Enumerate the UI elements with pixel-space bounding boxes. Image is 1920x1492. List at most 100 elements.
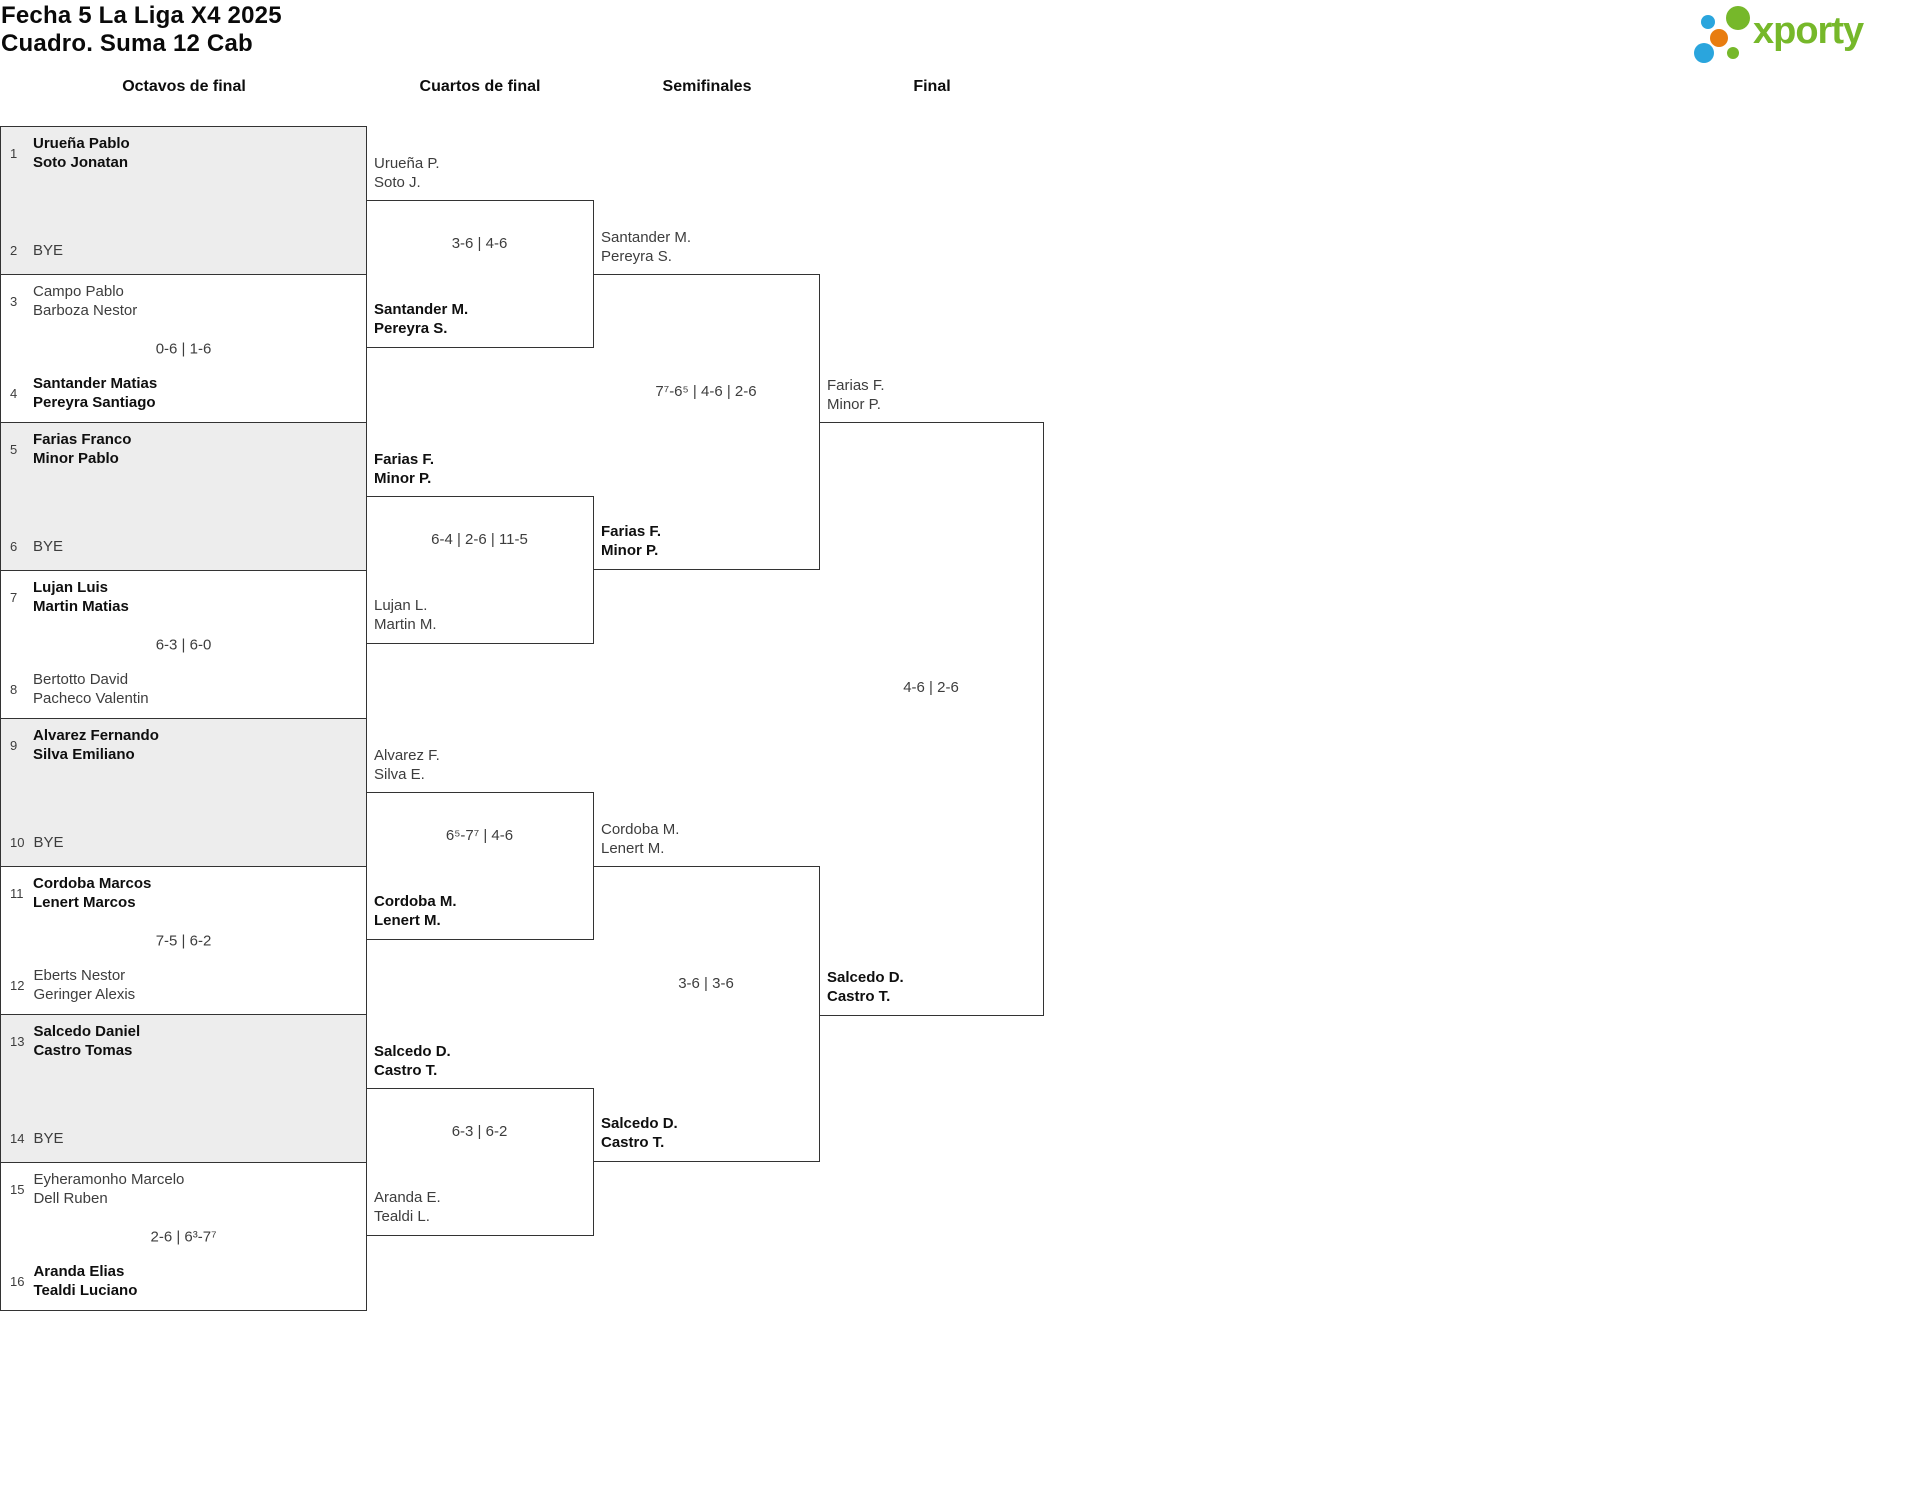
octavos-match-8[interactable]: 15 Eyheramonho Marcelo Dell Ruben 2-6 | … [0,1162,367,1311]
seed-number: 15 [10,1181,25,1197]
quarterfinal-match-2[interactable]: Farias F. Minor P. 6-4 | 2-6 | 11-5 Luja… [366,451,594,644]
match-score: 3-6 | 4-6 [451,235,508,252]
team-names: Salcedo D. Castro T. [374,1042,451,1080]
bracket-slot-12: 12 Eberts Nestor Geringer Alexis [10,966,135,1004]
team-names: Aranda E. Tealdi L. [374,1188,441,1226]
team-name-line: Minor P. [374,470,432,487]
team-name-line: Dell Ruben [33,1190,108,1207]
team-name-line: Geringer Alexis [33,986,136,1003]
team-name-line: Martin M. [374,616,437,633]
quarterfinal-match-4[interactable]: Salcedo D. Castro T. 6-3 | 6-2 Aranda E.… [366,1043,594,1236]
logo-dot-icon [1726,6,1750,30]
octavos-match-5[interactable]: 9 Alvarez Fernando Silva Emiliano 10 BYE [0,718,367,867]
team-name-line: Pereyra S. [601,248,672,265]
octavos-match-6[interactable]: 11 Cordoba Marcos Lenert Marcos 7-5 | 6-… [0,866,367,1015]
team-name-line: Salcedo Daniel [33,1023,141,1040]
team-names: Alvarez F. Silva E. [374,746,440,784]
bracket-slot-6: 6 BYE [10,537,63,556]
match-score: 6-3 | 6-0 [155,636,212,653]
final-match[interactable]: Farias F. Minor P. 4-6 | 2-6 Salcedo D. … [819,377,1044,1016]
page-title: Fecha 5 La Liga X4 2025 Cuadro. Suma 12 … [1,2,282,58]
bye-label: BYE [33,538,64,555]
team-name-line: Lenert M. [601,840,665,857]
match-score: 4-6 | 2-6 [903,679,959,696]
bracket-slot-14: 14 BYE [10,1129,63,1148]
team-name-line: Silva E. [374,766,425,783]
team-name-line: Tealdi Luciano [33,1282,138,1299]
team-name-line: Lujan L. [374,597,428,614]
logo-dot-icon [1710,29,1728,47]
team-name-line: Castro T. [374,1062,438,1079]
team-name-line: Pereyra S. [374,320,448,337]
team-names: Campo Pablo Barboza Nestor [33,282,137,320]
team-name-line: Castro T. [601,1134,665,1151]
team-names: Bertotto David Pacheco Valentin [33,670,149,708]
team-name-line: Pacheco Valentin [33,690,149,707]
team-name-line: Salcedo D. [827,969,904,986]
match-score: 7-5 | 6-2 [155,932,212,949]
team-name-line: Lenert Marcos [33,894,136,911]
xporty-logo[interactable]: xporty [1690,0,1920,75]
seed-number: 8 [10,681,18,697]
team-names: Cordoba M. Lenert M. [601,820,679,858]
team-names: Eyheramonho Marcelo Dell Ruben [33,1170,184,1208]
team-name-line: Cordoba M. [374,893,457,910]
semifinal-match-2[interactable]: Cordoba M. Lenert M. 3-6 | 3-6 Salcedo D… [593,821,820,1162]
bracket-slot-4: 4 Santander Matias Pereyra Santiago [10,374,157,412]
round-header-octavos: Octavos de final [122,78,246,95]
seed-number: 2 [10,243,18,258]
seed-number: 6 [10,539,18,554]
team-name-line: Santander M. [601,229,692,246]
team-names: Urueña P. Soto J. [374,154,440,192]
team-name-line: Martin Matias [33,598,129,615]
team-names: Farias Franco Minor Pablo [33,430,131,468]
seed-number: 9 [10,737,18,753]
bracket-slot-13: 13 Salcedo Daniel Castro Tomas [10,1022,140,1060]
seed-number: 12 [10,977,25,993]
team-name-line: Minor Pablo [33,450,119,467]
octavos-match-7[interactable]: 13 Salcedo Daniel Castro Tomas 14 BYE [0,1014,367,1163]
octavos-match-4[interactable]: 7 Lujan Luis Martin Matias 6-3 | 6-0 8 B… [0,570,367,719]
seed-number: 16 [10,1273,25,1289]
octavos-match-1[interactable]: 1 Urueña Pablo Soto Jonatan 2 BYE [0,126,367,275]
team-name-line: Aranda Elias [33,1263,125,1280]
team-names: Lujan L. Martin M. [374,596,437,634]
semifinal-match-1[interactable]: Santander M. Pereyra S. 7⁷-6⁵ | 4-6 | 2-… [593,229,820,570]
bracket-slot-9: 9 Alvarez Fernando Silva Emiliano [10,726,159,764]
team-name-line: Alvarez Fernando [33,727,159,744]
octavos-match-3[interactable]: 5 Farias Franco Minor Pablo 6 BYE [0,422,367,571]
bracket-slot-15: 15 Eyheramonho Marcelo Dell Ruben [10,1170,184,1208]
match-score: 0-6 | 1-6 [155,340,212,357]
seed-number: 3 [10,293,18,309]
team-names: Salcedo Daniel Castro Tomas [33,1022,140,1060]
team-names: Farias F. Minor P. [827,376,885,414]
seed-number: 13 [10,1033,25,1049]
team-name-line: Salcedo D. [374,1043,451,1060]
bracket-slot-16: 16 Aranda Elias Tealdi Luciano [10,1262,137,1300]
team-name-line: Soto J. [374,174,421,191]
team-name-line: Farias F. [601,523,662,540]
team-name-line: Farias F. [827,377,885,394]
team-name-line: Cordoba Marcos [33,875,152,892]
octavos-match-2[interactable]: 3 Campo Pablo Barboza Nestor 0-6 | 1-6 4… [0,274,367,423]
team-names: Cordoba M. Lenert M. [374,892,457,930]
logo-dot-icon [1701,15,1715,29]
bracket-slot-8: 8 Bertotto David Pacheco Valentin [10,670,149,708]
seed-number: 10 [10,835,25,850]
team-name-line: Minor P. [601,542,659,559]
bye-label: BYE [33,834,64,851]
match-score: 7⁷-6⁵ | 4-6 | 2-6 [655,383,757,400]
quarterfinal-match-3[interactable]: Alvarez F. Silva E. 6⁵-7⁷ | 4-6 Cordoba … [366,747,594,940]
quarterfinal-match-1[interactable]: Urueña P. Soto J. 3-6 | 4-6 Santander M.… [366,155,594,348]
seed-number: 14 [10,1131,25,1146]
team-names: Santander Matias Pereyra Santiago [33,374,157,412]
bye-label: BYE [33,242,64,259]
match-score: 6-4 | 2-6 | 11-5 [431,531,528,548]
bracket-slot-1: 1 Urueña Pablo Soto Jonatan [10,134,130,172]
seed-number: 4 [10,385,18,401]
seed-number: 1 [10,145,18,161]
team-name-line: Eyheramonho Marcelo [33,1171,185,1188]
bracket-slot-3: 3 Campo Pablo Barboza Nestor [10,282,137,320]
match-score: 2-6 | 6³-7⁷ [150,1228,217,1245]
